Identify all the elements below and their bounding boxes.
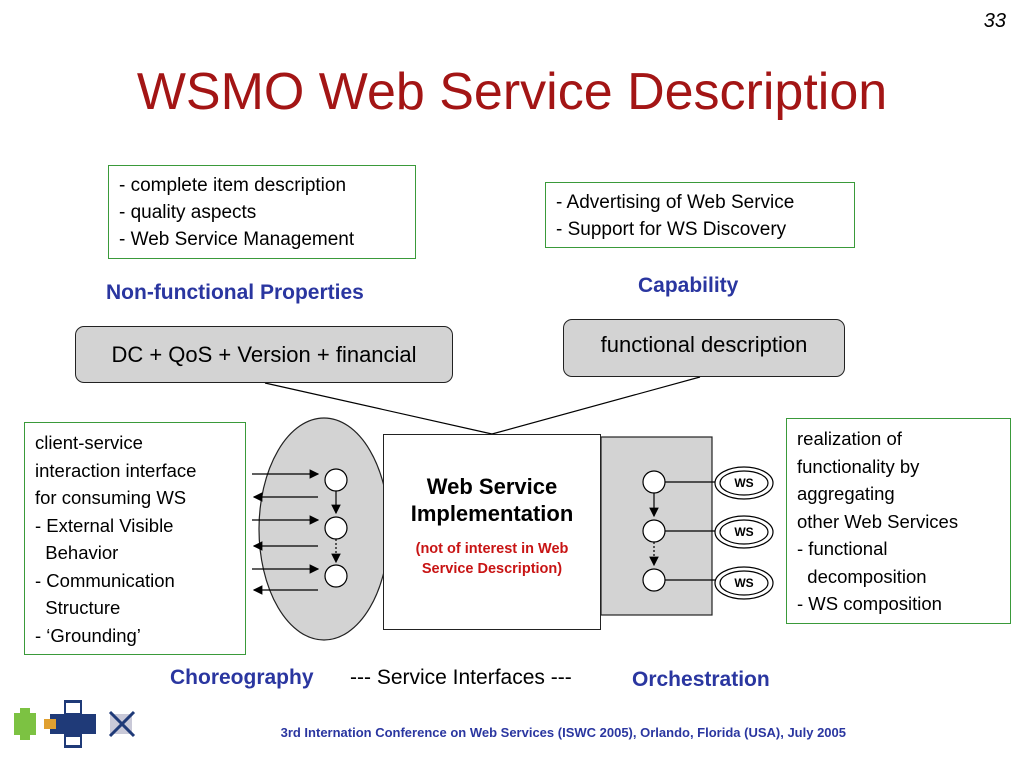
ws-label: WS xyxy=(734,525,754,539)
orchestration-state-1 xyxy=(642,470,666,494)
choreography-note: interaction interface xyxy=(35,459,197,481)
nfp-label: Non-functional Properties xyxy=(106,281,364,304)
implementation-title-line: Implementation xyxy=(410,501,574,526)
implementation-note-line: Service Description) xyxy=(421,561,563,577)
orchestration-note: - functional xyxy=(797,538,888,559)
ws-node-inner xyxy=(719,470,769,496)
orchestration-state-3 xyxy=(642,568,666,592)
footer-text: 3rd Internation Conference on Web Servic… xyxy=(280,725,846,740)
slide-title: WSMO Web Service Description xyxy=(136,63,888,121)
implementation-note: (not of interest in Web Service Descript… xyxy=(384,539,600,579)
choreography-state-3 xyxy=(324,564,348,588)
ws-node-inner xyxy=(719,570,769,596)
ws-label: WS xyxy=(734,476,754,490)
implementation-note-line: (not of interest in Web xyxy=(415,541,569,557)
nfp-note: - complete item description xyxy=(119,175,347,196)
implementation-title-line: Web Service xyxy=(426,474,558,499)
orchestration-note: other Web Services xyxy=(797,510,959,532)
nfp-note: - Web Service Management xyxy=(119,229,355,250)
service-interfaces-label: --- Service Interfaces --- xyxy=(350,666,572,689)
nfp-box: DC + QoS + Version + financial xyxy=(75,326,453,383)
orchestration-note: realization of xyxy=(797,428,902,449)
choreography-note: for consuming WS xyxy=(35,487,187,508)
nfp-connector-line xyxy=(264,382,493,435)
capability-note: - Support for WS Discovery xyxy=(556,219,787,240)
choreography-notes-box: client-service interaction interface for… xyxy=(24,422,246,655)
orchestration-note: - WS composition xyxy=(797,593,942,614)
choreography-note: - Communication xyxy=(35,569,175,591)
capability-label: Capability xyxy=(638,274,739,297)
choreography-state-1 xyxy=(324,468,348,492)
choreography-note: - ‘Grounding’ xyxy=(35,624,141,646)
implementation-box: Web Service Implementation (not of inter… xyxy=(383,434,601,630)
choreography-note: Behavior xyxy=(35,542,119,563)
orchestration-note: decomposition xyxy=(797,565,927,587)
orchestration-note: aggregating xyxy=(797,483,895,504)
capability-box: functional description xyxy=(563,319,845,377)
implementation-title: Web Service Implementation xyxy=(384,473,600,527)
orchestration-label: Orchestration xyxy=(632,668,770,691)
capability-notes-box: - Advertising of Web Service - Support f… xyxy=(545,182,855,248)
choreography-note: client-service xyxy=(35,432,143,453)
orchestration-note: functionality by xyxy=(797,455,920,477)
choreography-state-2 xyxy=(324,516,348,540)
choreography-label: Choreography xyxy=(170,666,314,689)
wsml-logo xyxy=(108,710,136,738)
choreography-note: Structure xyxy=(35,597,121,618)
ws-label: WS xyxy=(734,576,754,590)
orchestration-notes-box: realization of functionality by aggregat… xyxy=(786,418,1011,624)
ws-node-inner xyxy=(719,519,769,545)
nfp-notes-box: - complete item description - quality as… xyxy=(108,165,416,259)
choreography-note: - External Visible xyxy=(35,514,174,536)
wsmo-logo xyxy=(14,700,96,748)
orchestration-state-2 xyxy=(642,519,666,543)
nfp-note: - quality aspects xyxy=(119,202,257,223)
capability-note: - Advertising of Web Service xyxy=(556,192,795,213)
page-number: 33 xyxy=(983,10,1006,32)
choreography-ellipse xyxy=(258,417,390,641)
capability-connector-line xyxy=(491,376,701,435)
